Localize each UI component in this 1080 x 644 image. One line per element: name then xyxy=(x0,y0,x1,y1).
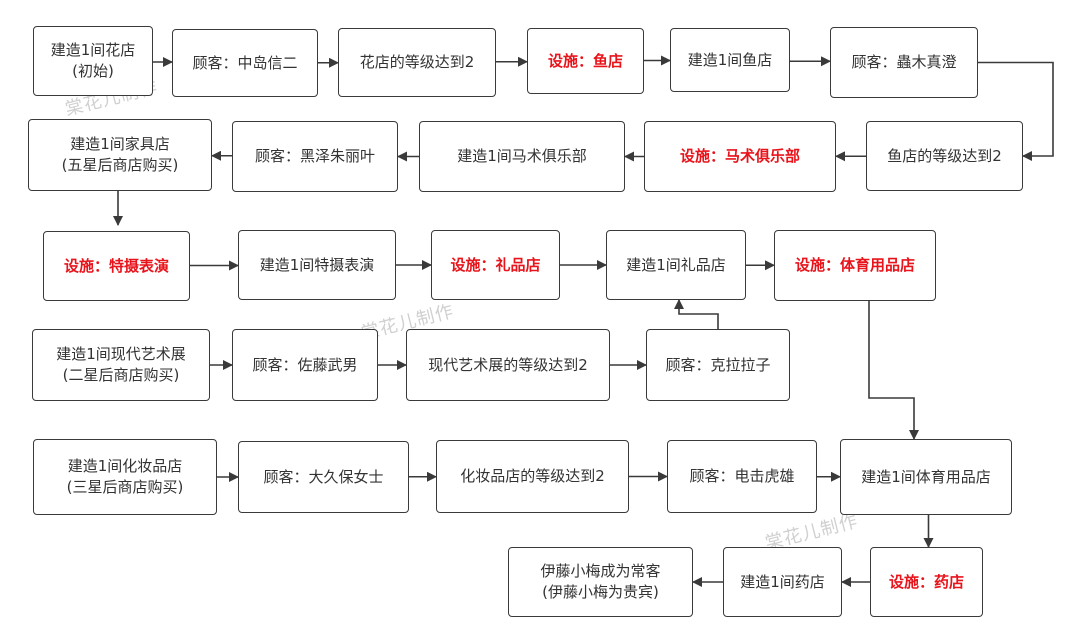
node-label-line: (伊藤小梅为贵宾) xyxy=(542,583,659,601)
node-build-pharmacy: 建造1间药店 xyxy=(723,547,842,617)
node-label-line: 建造1间化妆品店 xyxy=(67,457,183,475)
node-label-line: (五星后商店购买) xyxy=(61,156,179,174)
node-cosmetics-level-2: 化妆品店的等级达到2 xyxy=(436,440,629,513)
node-label-line: 顾客：大久保女士 xyxy=(263,467,384,486)
node-build-equestrian-club: 建造1间马术俱乐部 xyxy=(419,121,625,192)
node-label-line: 伊藤小梅成为常客 xyxy=(540,562,661,580)
node-build-flower-shop: 建造1间花店 (初始) xyxy=(33,26,153,96)
node-build-gift-shop: 建造1间礼品店 xyxy=(606,230,746,300)
node-label-line: 设施：体育用品店 xyxy=(794,256,915,274)
node-customer-kurosawa: 顾客：黑泽朱丽叶 xyxy=(232,121,398,192)
node-label-line: 建造1间特摄表演 xyxy=(259,255,375,274)
node-label-line: 花店的等级达到2 xyxy=(359,53,475,71)
edge-n6-to-n7 xyxy=(978,61,1054,161)
node-label-line: 建造1间体育用品店 xyxy=(861,467,991,486)
node-customer-okubo: 顾客：大久保女士 xyxy=(238,441,409,513)
edges xyxy=(113,55,1054,587)
node-label-line: 现代艺术展的等级达到2 xyxy=(428,355,588,374)
node-label-line: (三星后商店购买) xyxy=(66,478,184,496)
node-label-line: 设施：特摄表演 xyxy=(63,256,169,275)
node-label-line: 顾客：佐藤武男 xyxy=(252,355,358,374)
node-facility-gift-shop: 设施：礼品店 xyxy=(431,230,560,300)
node-facility-tokusatsu-show: 设施：特摄表演 xyxy=(43,231,190,301)
node-customer-nakajima: 顾客：中岛信二 xyxy=(172,29,318,97)
node-label-line: 建造1间马术俱乐部 xyxy=(457,147,587,165)
node-build-cosmetics-store: 建造1间化妆品店 (三星后商店购买) xyxy=(33,439,217,515)
node-facility-fish-shop: 设施：鱼店 xyxy=(527,28,644,94)
node-label-line: 建造1间礼品店 xyxy=(626,255,726,274)
node-label-line: 顾客：中岛信二 xyxy=(192,53,298,72)
node-label-line: 建造1间现代艺术展 xyxy=(56,345,186,363)
node-build-sporting-goods: 建造1间体育用品店 xyxy=(840,439,1012,515)
node-label-line: 顾客：克拉拉子 xyxy=(665,355,771,374)
node-facility-sporting-goods: 设施：体育用品店 xyxy=(774,230,936,301)
node-label-line: 化妆品店的等级达到2 xyxy=(460,467,605,485)
node-customer-todoroki: 顾客：蟲木真澄 xyxy=(830,27,978,98)
node-customer-sato: 顾客：佐藤武男 xyxy=(232,329,378,401)
node-label-line: 顾客：电击虎雄 xyxy=(689,467,795,485)
node-label-line: 设施：鱼店 xyxy=(547,51,623,70)
node-label-line: 建造1间花店 xyxy=(50,41,136,59)
node-label-line: 设施：药店 xyxy=(888,572,964,591)
node-label-line: 建造1间家具店 xyxy=(70,135,170,153)
node-label-line: 设施：马术俱乐部 xyxy=(679,147,800,165)
node-label-line: 建造1间鱼店 xyxy=(687,50,773,69)
node-ito-koume-regular: 伊藤小梅成为常客 (伊藤小梅为贵宾) xyxy=(508,547,693,617)
node-build-tokusatsu-show: 建造1间特摄表演 xyxy=(238,230,396,300)
node-build-modern-art-exhibit: 建造1间现代艺术展 (二星后商店购买) xyxy=(32,329,210,401)
node-label-line: 顾客：蟲木真澄 xyxy=(851,53,957,71)
node-label-line: 设施：礼品店 xyxy=(450,255,541,274)
node-flower-shop-level-2: 花店的等级达到2 xyxy=(338,28,496,97)
node-label-line: 顾客：黑泽朱丽叶 xyxy=(254,147,375,165)
node-label-line: 建造1间药店 xyxy=(740,572,825,591)
edge-n20-to-n15 xyxy=(674,299,719,329)
edge-n16-to-n25 xyxy=(868,301,919,440)
node-label-line: (初始) xyxy=(72,62,114,80)
node-fish-shop-level-2: 鱼店的等级达到2 xyxy=(866,121,1023,191)
node-modern-art-level-2: 现代艺术展的等级达到2 xyxy=(406,329,610,401)
node-label-line: 鱼店的等级达到2 xyxy=(887,146,1002,165)
node-customer-clara: 顾客：克拉拉子 xyxy=(646,329,790,401)
node-build-fish-shop: 建造1间鱼店 xyxy=(670,28,790,92)
node-label-line: (二星后商店购买) xyxy=(62,366,180,384)
node-facility-pharmacy: 设施：药店 xyxy=(870,547,983,617)
node-customer-dengeki: 顾客：电击虎雄 xyxy=(667,440,817,513)
node-build-furniture-store: 建造1间家具店 (五星后商店购买) xyxy=(28,119,212,191)
node-facility-equestrian-club: 设施：马术俱乐部 xyxy=(644,121,836,192)
